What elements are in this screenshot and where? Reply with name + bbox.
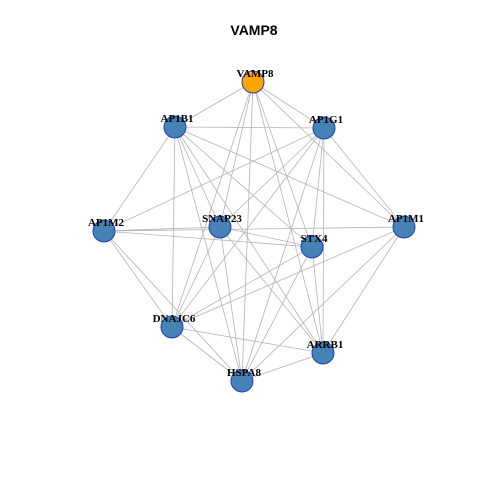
node-label-arrb1: ARRB1 xyxy=(307,339,344,351)
node-snap23 xyxy=(208,215,232,239)
node-layer xyxy=(92,70,416,393)
edge-dnajc6-hspa8 xyxy=(171,326,243,382)
node-label-ap1m2: AP1M2 xyxy=(88,217,125,229)
edge-ap1m2-hspa8 xyxy=(103,230,243,382)
node-label-dnajc6: DNAJC6 xyxy=(153,313,196,325)
node-ap1b1 xyxy=(163,115,187,139)
edge-ap1g1-dnajc6 xyxy=(171,127,325,328)
node-label-ap1b1: AP1B1 xyxy=(161,113,194,125)
node-label-snap23: SNAP23 xyxy=(202,213,242,225)
edge-ap1m1-arrb1 xyxy=(322,226,405,354)
edge-ap1g1-arrb1 xyxy=(322,127,325,354)
node-label-ap1g1: AP1G1 xyxy=(309,114,343,126)
edge-snap23-stx4 xyxy=(219,226,313,248)
node-label-hspa8: HSPA8 xyxy=(227,367,262,379)
edge-ap1g1-hspa8 xyxy=(241,127,325,382)
edge-vamp8-dnajc6 xyxy=(171,81,254,328)
edge-ap1g1-snap23 xyxy=(219,127,325,228)
edge-dnajc6-arrb1 xyxy=(171,326,324,354)
edge-vamp8-snap23 xyxy=(219,81,254,228)
node-ap1g1 xyxy=(312,116,336,140)
edge-ap1b1-dnajc6 xyxy=(171,126,176,328)
edge-ap1m2-stx4 xyxy=(103,230,313,248)
edge-ap1m2-dnajc6 xyxy=(103,230,173,328)
edge-vamp8-ap1b1 xyxy=(174,81,254,128)
node-dnajc6 xyxy=(160,315,184,339)
edge-ap1b1-snap23 xyxy=(174,126,221,228)
edge-ap1m2-ap1m1 xyxy=(103,226,405,232)
node-stx4 xyxy=(300,235,324,259)
edge-ap1g1-ap1m2 xyxy=(103,127,325,232)
edge-layer xyxy=(103,81,405,382)
node-hspa8 xyxy=(230,369,254,393)
edge-vamp8-ap1m1 xyxy=(252,81,405,228)
edge-vamp8-ap1g1 xyxy=(252,81,325,129)
edge-stx4-hspa8 xyxy=(241,246,313,382)
edge-snap23-arrb1 xyxy=(219,226,324,354)
node-label-stx4: STX4 xyxy=(301,233,328,245)
edge-snap23-hspa8 xyxy=(219,226,243,382)
diagram-title: VAMP8 xyxy=(230,22,277,38)
edge-stx4-dnajc6 xyxy=(171,246,313,328)
node-ap1m1 xyxy=(392,215,416,239)
edge-ap1m1-hspa8 xyxy=(241,226,405,382)
edge-vamp8-stx4 xyxy=(252,81,313,248)
edge-ap1m2-snap23 xyxy=(103,226,221,232)
node-vamp8 xyxy=(241,70,265,94)
node-label-ap1m1: AP1M1 xyxy=(388,213,424,225)
edge-ap1b1-hspa8 xyxy=(174,126,243,382)
edge-ap1m1-dnajc6 xyxy=(171,226,405,328)
edge-snap23-dnajc6 xyxy=(171,226,221,328)
edge-ap1b1-ap1m1 xyxy=(174,126,405,228)
node-ap1m2 xyxy=(92,219,116,243)
edge-ap1g1-ap1m1 xyxy=(323,127,405,228)
edge-ap1b1-arrb1 xyxy=(174,126,324,354)
edge-ap1b1-ap1m2 xyxy=(103,126,176,232)
edge-vamp8-arrb1 xyxy=(252,81,324,354)
node-arrb1 xyxy=(311,341,335,365)
edge-vamp8-hspa8 xyxy=(241,81,254,382)
edge-arrb1-hspa8 xyxy=(241,352,324,382)
node-label-vamp8: VAMP8 xyxy=(236,68,274,80)
edge-ap1b1-stx4 xyxy=(174,126,313,248)
edge-stx4-arrb1 xyxy=(311,246,324,354)
edge-ap1g1-stx4 xyxy=(311,127,325,248)
edge-ap1b1-ap1g1 xyxy=(174,126,325,129)
